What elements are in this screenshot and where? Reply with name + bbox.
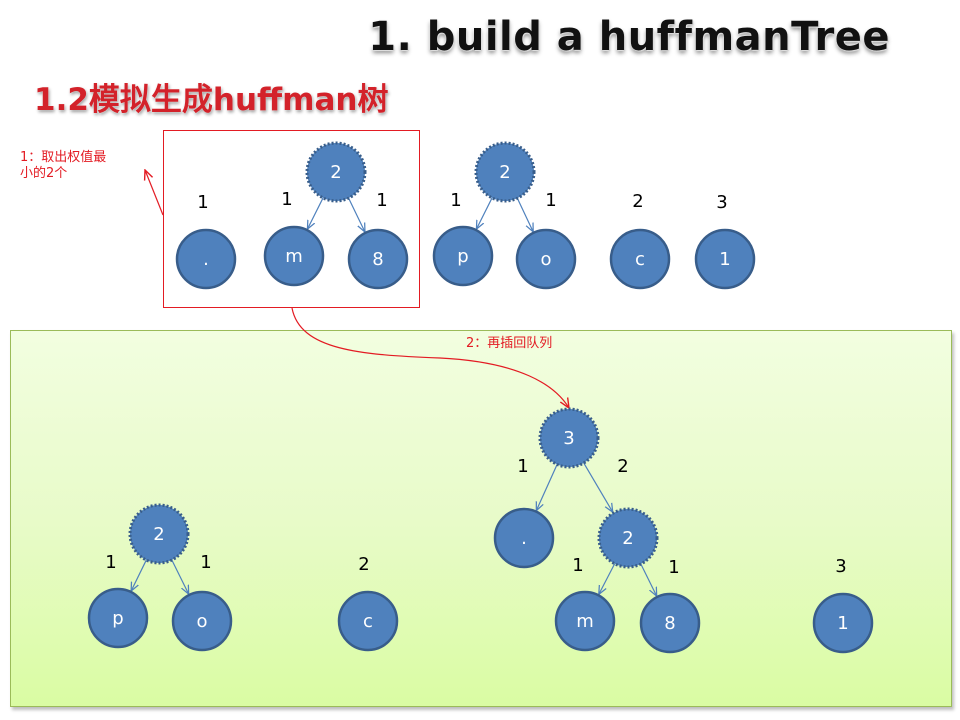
node-circle [515, 228, 577, 290]
after-edge [583, 462, 613, 512]
node-circle [337, 590, 399, 652]
after-weight-label: 3 [835, 556, 846, 577]
after-edge [171, 559, 189, 594]
after-node-leaf: o [171, 590, 233, 652]
node-label: 2 [499, 162, 510, 183]
before-weight-label: 3 [716, 192, 727, 213]
after-weight-label: 2 [617, 456, 628, 477]
node-circle [347, 228, 409, 290]
node-circle [87, 587, 149, 649]
node-circle [609, 228, 671, 290]
node-circle [694, 228, 756, 290]
after-node-internal: 3 [538, 407, 600, 469]
after-node-leaf: p [87, 587, 149, 649]
before-node-leaf: c [609, 228, 671, 290]
before-node-leaf: 1 [694, 228, 756, 290]
step2-annotation: 2：再插回队列 [466, 336, 553, 351]
node-label: m [285, 246, 303, 267]
node-label: 2 [330, 162, 341, 183]
after-edge [131, 559, 147, 591]
before-node-leaf: . [175, 228, 237, 290]
node-label: c [363, 611, 373, 632]
after-weight-label: 1 [517, 456, 528, 477]
node-label: 2 [153, 524, 164, 545]
after-weight-label: 1 [105, 552, 116, 573]
node-circle [538, 407, 600, 469]
after-node-leaf: c [337, 590, 399, 652]
node-label: c [635, 249, 645, 270]
step1-annotation: 1：取出权值最 小的2个 [20, 150, 106, 182]
after-weight-label: 2 [358, 554, 369, 575]
node-label: 8 [372, 249, 383, 270]
before-node-internal: 2 [474, 141, 536, 203]
slide-title-text: 1. build a huffmanTree [368, 14, 890, 60]
before-node-internal: 2 [305, 141, 367, 203]
after-node-leaf: m [554, 590, 616, 652]
step1-annotation-line1: 1：取出权值最 [20, 150, 107, 165]
before-weight-label: 2 [632, 191, 643, 212]
before-weight-label: 1 [197, 192, 208, 213]
after-weight-label: 1 [200, 552, 211, 573]
before-weight-label: 1 [281, 189, 292, 210]
step1-arrow [145, 170, 164, 216]
before-edge [516, 197, 533, 232]
node-circle [263, 225, 325, 287]
node-circle [305, 141, 367, 203]
node-label: o [196, 611, 207, 632]
node-circle [128, 503, 190, 565]
before-node-leaf: m [263, 225, 325, 287]
after-node-internal: 2 [128, 503, 190, 565]
node-label: 3 [563, 428, 574, 449]
node-circle [171, 590, 233, 652]
before-edge [307, 197, 324, 229]
node-circle [554, 590, 616, 652]
node-label: . [203, 249, 209, 270]
before-node-leaf: 8 [347, 228, 409, 290]
node-label: 1 [719, 249, 730, 270]
after-node-internal: 2 [597, 507, 659, 569]
node-circle [175, 228, 237, 290]
step1-annotation-line2: 小的2个 [20, 166, 68, 181]
node-label: m [576, 611, 594, 632]
node-label: 8 [664, 613, 675, 634]
before-node-leaf: o [515, 228, 577, 290]
node-circle [639, 592, 701, 654]
selection-box [163, 130, 420, 308]
node-circle [432, 225, 494, 287]
node-circle [474, 141, 536, 203]
after-node-leaf: 1 [812, 592, 874, 654]
node-circle [812, 592, 874, 654]
before-weight-label: 1 [450, 190, 461, 211]
after-node-leaf: 8 [639, 592, 701, 654]
after-weight-label: 1 [668, 557, 679, 578]
node-label: o [540, 249, 551, 270]
before-weight-label: 1 [376, 190, 387, 211]
node-label: p [457, 246, 468, 267]
after-weight-label: 1 [572, 555, 583, 576]
after-node-leaf: . [493, 507, 555, 569]
node-label: 1 [837, 613, 848, 634]
node-circle [493, 507, 555, 569]
before-node-leaf: p [432, 225, 494, 287]
after-edge [640, 563, 657, 596]
node-label: p [112, 608, 123, 629]
node-label: . [521, 528, 527, 549]
slide-subtitle: 1.2模拟生成huffman树 [34, 82, 389, 118]
slide-title: 1. build a huffmanTree [0, 14, 890, 60]
node-label: 2 [622, 528, 633, 549]
before-weight-label: 1 [545, 190, 556, 211]
step2-arrow [291, 307, 569, 408]
before-edge [476, 197, 493, 229]
after-edge [536, 464, 558, 510]
before-edge [348, 197, 365, 232]
node-circle [597, 507, 659, 569]
after-edge [599, 563, 616, 595]
